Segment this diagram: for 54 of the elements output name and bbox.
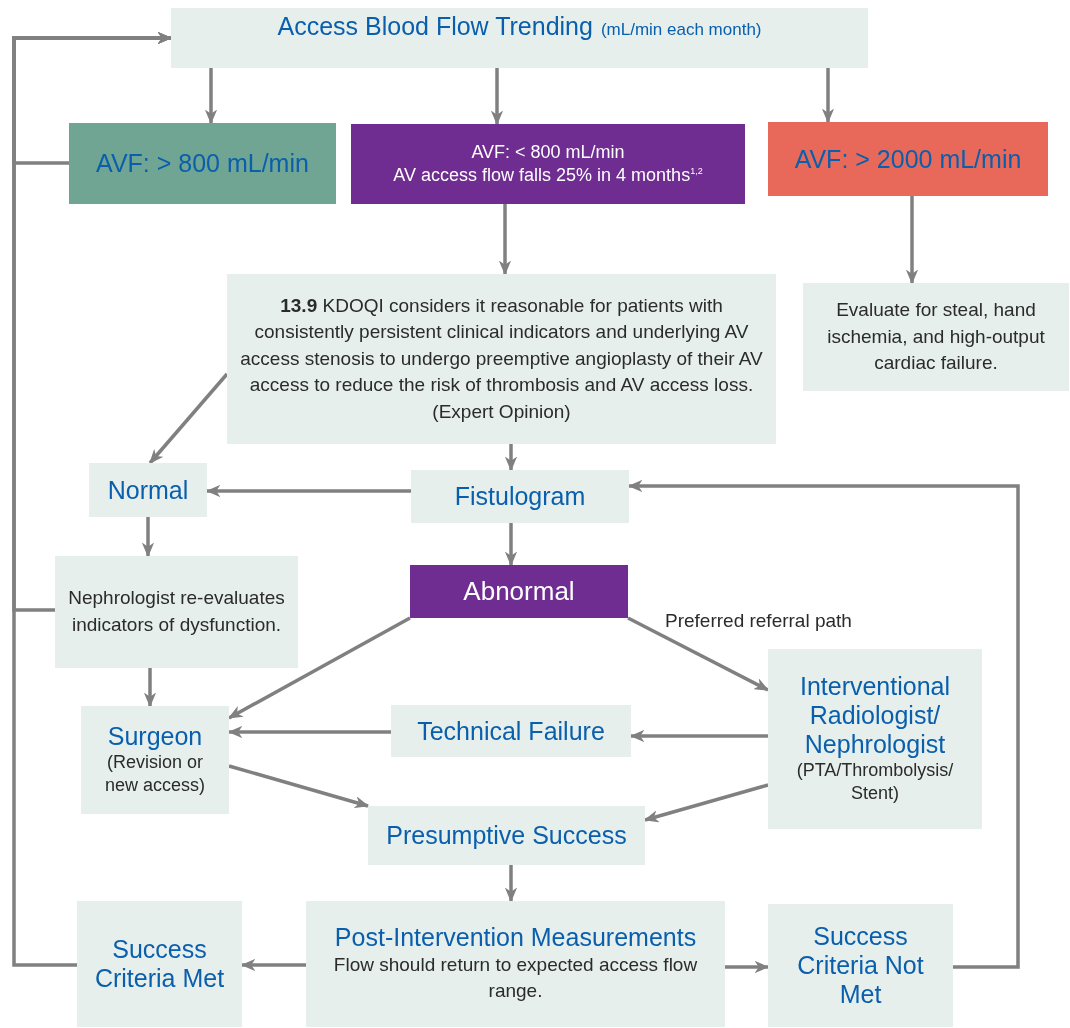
arrow [12,31,173,967]
arrow [627,616,770,692]
arrow [498,204,512,276]
arrow [148,372,229,465]
process-box [55,556,298,668]
threshold-box [351,124,745,204]
arrow [143,668,157,708]
outcome-box [368,806,645,865]
node-text: (mL/min each month) [600,20,762,40]
arrow [905,196,919,285]
node-title: Evaluate for steal, hand ischemia, and high-output cardiac failure. [826,298,1046,376]
node-text: AV access flow falls 25% in 4 months$^{1,2}$ [393,164,703,187]
node-title: Abnormal [463,576,575,607]
arrow [821,68,835,124]
node-text: (Revision or new access) [103,751,206,798]
arrow [725,960,770,974]
node-title: AVF: < 800 mL/min [471,140,625,164]
arrow [504,444,518,472]
arrow [504,523,518,567]
threshold-box [69,123,336,204]
outcome-box [768,904,953,1027]
node-title: Fistulogram [454,482,586,511]
process-box [171,8,868,68]
outcome-box [410,565,628,618]
node-title: Success Criteria Not Met [796,922,925,1009]
arrow [228,764,370,809]
node-title: Post-Intervention Measurements [334,923,697,952]
outcome-box [391,705,631,757]
node-title: AVF: > 2000 mL/min [794,144,1022,174]
process-box [768,649,982,829]
node-title: Technical Failure [417,716,605,746]
node-title: Normal [107,475,189,505]
process-box [81,706,229,814]
node-title: 13.9 KDOQI considers it reasonable for patients with consistently persistent clinical indicators and underlying AV access stenosis to undergo preemptive angioplasty of their AV access to reduce the risk of thrombosis and AV access loss. (Expert Opinion) [239,293,764,424]
guideline-box [227,274,776,444]
threshold-box [768,122,1048,196]
process-box [803,283,1069,391]
arrow [504,865,518,903]
outcome-box [77,901,242,1027]
arrow [490,68,504,126]
arrow [204,68,218,125]
node-title: Success Criteria Met [93,935,226,993]
process-box [306,901,725,1027]
arrow [141,517,155,558]
node-title: AVF: > 800 mL/min [96,149,309,178]
node-title: Access Blood Flow Trending [277,12,593,41]
node-title: Nephrologist re-evaluates indicators of dysfunction. [67,586,286,637]
node-title: Surgeon [107,722,203,751]
node-text: Flow should return to expected access flow range. [332,952,699,1004]
node-title: Interventional Radiologist/ Nephrologist [798,672,952,759]
node-title: Presumptive Success [386,821,627,850]
node-text: (PTA/Thrombolysis/ Stent) [795,758,955,806]
process-box [411,470,629,523]
outcome-box [89,463,207,517]
